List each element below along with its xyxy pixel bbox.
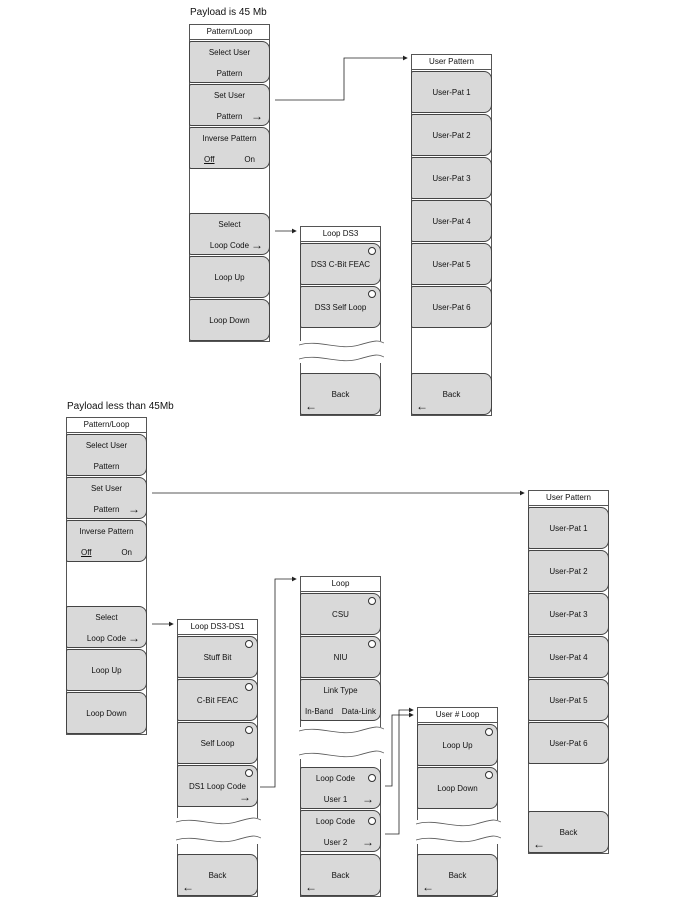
user-pat-2-button[interactable]: User-Pat 2 (411, 114, 492, 156)
arrow-left-icon: ← (416, 399, 428, 413)
user-pat-1-button[interactable]: User-Pat 1 (528, 507, 609, 549)
arrow-left-icon: ← (182, 880, 194, 894)
user-pat-1-button[interactable]: User-Pat 1 (411, 71, 492, 113)
arrow-right-icon: → (362, 835, 374, 849)
menu-title: Loop (301, 577, 380, 592)
self-loop-option[interactable]: Self Loop (177, 722, 258, 764)
menu-loop-ds3: Loop DS3 DS3 C-Bit FEAC DS3 Self Loop Ba… (299, 226, 384, 416)
back-button[interactable]: Back ← (300, 373, 381, 415)
arrow-right-icon: → (362, 792, 374, 806)
ds1-loop-code-button[interactable]: DS1 Loop Code → (177, 765, 258, 807)
break-mark-icon (176, 817, 261, 844)
break-mark-icon (299, 726, 384, 759)
menu-title: User Pattern (529, 491, 608, 506)
loop-up-button[interactable]: Loop Up (66, 649, 147, 691)
cbit-feac-option[interactable]: C-Bit FEAC (177, 679, 258, 721)
back-button[interactable]: Back ← (411, 373, 492, 415)
menu-title: Pattern/Loop (67, 418, 146, 433)
select-user-pattern-button[interactable]: Select User Pattern (189, 41, 270, 83)
user-pat-4-button[interactable]: User-Pat 4 (528, 636, 609, 678)
ds3-cbit-feac-option[interactable]: DS3 C-Bit FEAC (300, 243, 381, 285)
loop-code-user1-button[interactable]: Loop Code User 1 → (300, 767, 381, 809)
user-pat-4-button[interactable]: User-Pat 4 (411, 200, 492, 242)
loop-down-button[interactable]: Loop Down (66, 692, 147, 734)
select-loop-code-button[interactable]: Select Loop Code → (66, 606, 147, 648)
menu-title: Pattern/Loop (190, 25, 269, 40)
user-loop-down-option[interactable]: Loop Down (417, 767, 498, 809)
radio-icon (368, 817, 376, 825)
menu-user-pattern-top: User Pattern User-Pat 1 User-Pat 2 User-… (411, 54, 492, 416)
arrow-right-icon: → (128, 631, 140, 645)
user-pat-5-button[interactable]: User-Pat 5 (411, 243, 492, 285)
back-button[interactable]: Back ← (417, 854, 498, 896)
radio-icon (368, 640, 376, 648)
user-pat-6-button[interactable]: User-Pat 6 (411, 286, 492, 328)
user-pat-2-button[interactable]: User-Pat 2 (528, 550, 609, 592)
arrow-right-icon: → (251, 109, 263, 123)
back-button[interactable]: Back ← (528, 811, 609, 853)
menu-user-loop: User # Loop Loop Up Loop Down Back ← (416, 707, 501, 897)
user-pat-6-button[interactable]: User-Pat 6 (528, 722, 609, 764)
radio-icon (368, 247, 376, 255)
back-button[interactable]: Back ← (177, 854, 258, 896)
menu-title: Loop DS3 (301, 227, 380, 242)
heading-payload-less-45: Payload less than 45Mb (67, 401, 174, 412)
connector-ds1-loop-code (260, 576, 297, 788)
menu-loop: Loop CSU NIU Link Type In-Band Data-Link… (299, 576, 384, 897)
connector-loop-code-user2 (385, 707, 414, 835)
menu-pattern-loop-bottom: Pattern/Loop Select User Pattern Set Use… (66, 417, 147, 735)
radio-icon (485, 728, 493, 736)
set-user-pattern-button[interactable]: Set User Pattern → (66, 477, 147, 519)
arrow-right-icon: → (239, 790, 251, 804)
radio-icon (245, 726, 253, 734)
radio-icon (368, 597, 376, 605)
radio-icon (485, 771, 493, 779)
set-user-pattern-button[interactable]: Set User Pattern → (189, 84, 270, 126)
arrow-left-icon: ← (422, 880, 434, 894)
menu-loop-ds3-ds1: Loop DS3-DS1 Stuff Bit C-Bit FEAC Self L… (176, 619, 261, 897)
inverse-pattern-toggle[interactable]: Inverse Pattern Off On (66, 520, 147, 562)
inverse-pattern-toggle[interactable]: Inverse Pattern Off On (189, 127, 270, 169)
radio-icon (368, 290, 376, 298)
user-pat-5-button[interactable]: User-Pat 5 (528, 679, 609, 721)
link-type-toggle[interactable]: Link Type In-Band Data-Link (300, 679, 381, 721)
niu-option[interactable]: NIU (300, 636, 381, 678)
menu-title: User Pattern (412, 55, 491, 70)
user-loop-up-option[interactable]: Loop Up (417, 724, 498, 766)
csu-option[interactable]: CSU (300, 593, 381, 635)
radio-icon (245, 683, 253, 691)
connector-loop-code-user1 (385, 712, 414, 787)
arrow-left-icon: ← (533, 837, 545, 851)
ds3-self-loop-option[interactable]: DS3 Self Loop (300, 286, 381, 328)
menu-title: User # Loop (418, 708, 497, 723)
loop-code-user2-button[interactable]: Loop Code User 2 → (300, 810, 381, 852)
menu-user-pattern-bottom: User Pattern User-Pat 1 User-Pat 2 User-… (528, 490, 609, 854)
radio-icon (368, 774, 376, 782)
radio-icon (245, 640, 253, 648)
connector-set-user-pattern-top (275, 55, 408, 101)
heading-payload-45: Payload is 45 Mb (190, 7, 267, 18)
select-user-pattern-button[interactable]: Select User Pattern (66, 434, 147, 476)
user-pat-3-button[interactable]: User-Pat 3 (528, 593, 609, 635)
menu-pattern-loop-top: Pattern/Loop Select User Pattern Set Use… (189, 24, 270, 342)
arrow-right-icon: → (251, 238, 263, 252)
loop-down-button[interactable]: Loop Down (189, 299, 270, 341)
break-mark-icon (416, 819, 501, 844)
user-pat-3-button[interactable]: User-Pat 3 (411, 157, 492, 199)
arrow-left-icon: ← (305, 880, 317, 894)
loop-up-button[interactable]: Loop Up (189, 256, 270, 298)
select-loop-code-button[interactable]: Select Loop Code → (189, 213, 270, 255)
arrow-left-icon: ← (305, 399, 317, 413)
break-mark-icon (299, 340, 384, 363)
stuff-bit-option[interactable]: Stuff Bit (177, 636, 258, 678)
arrow-right-icon: → (128, 502, 140, 516)
menu-title: Loop DS3-DS1 (178, 620, 257, 635)
back-button[interactable]: Back ← (300, 854, 381, 896)
radio-icon (245, 769, 253, 777)
